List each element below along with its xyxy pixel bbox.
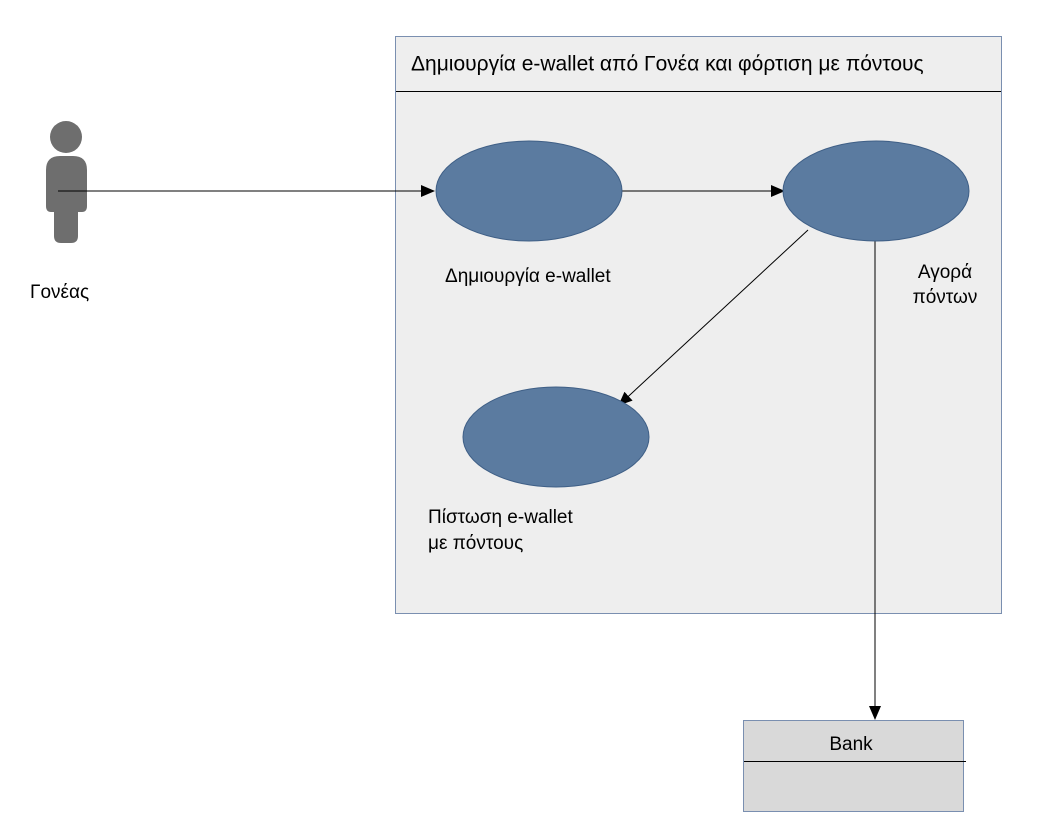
use-case-credit-ewallet-ellipse bbox=[462, 386, 650, 488]
edge-buy-to-credit bbox=[618, 229, 809, 406]
edges bbox=[58, 185, 881, 720]
system-boundary-title: Δημιουργία e-wallet από Γονέα και φόρτισ… bbox=[411, 53, 924, 76]
use-case-buy-points-label-line-2: πόντων bbox=[913, 287, 978, 308]
system-boundary: Δημιουργία e-wallet από Γονέα και φόρτισ… bbox=[395, 36, 1002, 614]
use-case-credit-ewallet-label-line-2: με πόντους bbox=[428, 533, 523, 554]
use-case-create-ewallet-label: Δημιουργία e-wallet bbox=[445, 266, 611, 287]
use-case-buy-points-ellipse bbox=[782, 140, 970, 242]
bank-box-title: Bank bbox=[829, 734, 873, 755]
use-case-create-ewallet-ellipse bbox=[435, 140, 623, 242]
use-case-buy-points-label-line-1: Αγορά bbox=[918, 262, 972, 283]
actor-parent[interactable]: Γονέας bbox=[30, 121, 89, 303]
use-case-credit-ewallet[interactable]: Πίστωση e-wallet με πόντους bbox=[428, 386, 650, 554]
use-case-create-ewallet[interactable]: Δημιουργία e-wallet bbox=[435, 140, 623, 287]
person-icon bbox=[46, 121, 87, 243]
system-boundary-box bbox=[395, 36, 1002, 614]
use-case-credit-ewallet-label-line-1: Πίστωση e-wallet bbox=[428, 507, 574, 528]
bank-box[interactable]: Bank bbox=[743, 720, 967, 812]
use-case-buy-points[interactable]: Αγορά πόντων bbox=[782, 140, 978, 308]
actor-label: Γονέας bbox=[30, 282, 89, 303]
bank-box-rect bbox=[743, 720, 964, 812]
